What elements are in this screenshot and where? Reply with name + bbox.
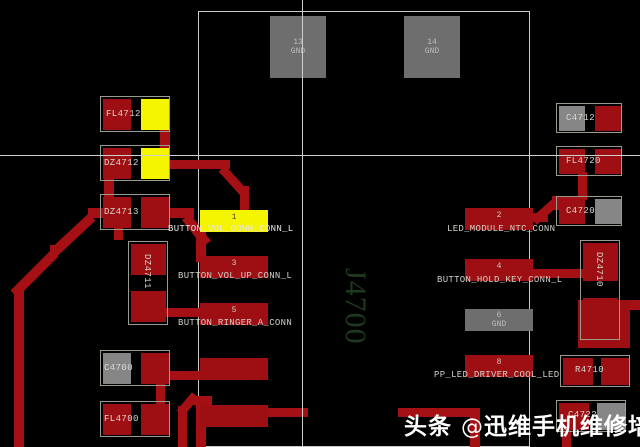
trace-dz4713-down <box>114 226 123 240</box>
connector-pin-number-1: 1 <box>231 213 237 222</box>
trace-bottom-hook-v <box>178 406 187 447</box>
connector-net-label-2: LED_MODULE_NTC_CONN <box>447 224 556 234</box>
trace-bottom-right-v <box>470 412 480 447</box>
trace-c4700-fl4700 <box>156 383 165 409</box>
component-c4712-pad-2 <box>595 106 621 131</box>
component-dz4713-pad-2 <box>141 197 169 228</box>
trace-left-vertical-long <box>50 245 60 251</box>
connector-pin-number-8: 8 <box>496 358 502 367</box>
watermark-at-symbol: @ <box>461 415 485 440</box>
component-fl4712-pad-2 <box>141 99 169 130</box>
watermark-prefix: 头条 <box>404 414 452 440</box>
trace-dz4712-right <box>168 160 230 169</box>
connector-pin-number-2: 2 <box>496 211 502 220</box>
component-c4722-pad-gnd <box>597 403 625 430</box>
connector-pad-14-label: 14 GND <box>404 38 460 56</box>
component-fl4712-pad-1 <box>103 99 131 130</box>
component-fl4720-pad-1 <box>559 149 585 174</box>
connector-pad-lower-a[interactable] <box>200 358 268 380</box>
trace-dz4711-to-pin5 <box>160 308 216 317</box>
component-dz4710-pad-1 <box>583 243 618 281</box>
component-fl4700-pad-1 <box>103 404 131 435</box>
pin-net-14: GND <box>424 47 440 56</box>
trace-fl4720-c4720 <box>578 172 587 200</box>
component-dz4713[interactable] <box>100 194 170 230</box>
component-c4700-pad-2 <box>141 353 169 384</box>
component-dz4711[interactable] <box>128 241 168 325</box>
component-c4712[interactable] <box>556 103 622 133</box>
component-c4712-pad-gnd <box>559 106 585 131</box>
component-dz4712-pad-1 <box>103 148 131 179</box>
component-c4720-pad-1 <box>559 199 585 224</box>
trace-pin1-stub <box>240 186 249 212</box>
connector-pad-13-label: 13 GND <box>270 38 326 56</box>
component-r4710-pad-1 <box>563 358 593 385</box>
connector-pad-5[interactable] <box>200 303 268 325</box>
trace-to-pin3 <box>196 232 206 262</box>
connector-pin-number-5: 5 <box>231 306 237 315</box>
connector-net-label-5: BUTTON_RINGER_A_CONN <box>178 318 293 328</box>
pin-number-14: 14 <box>427 38 437 47</box>
connector-pad-2[interactable] <box>465 208 533 230</box>
component-fl4700-pad-2 <box>141 404 169 435</box>
pin-net-13: GND <box>290 47 306 56</box>
trace-dz4712-dz4713 <box>104 168 114 200</box>
connector-pin-number-4: 4 <box>496 262 502 271</box>
component-dz4713-pad-1 <box>103 197 131 228</box>
connector-pad-13-gnd[interactable] <box>270 16 326 78</box>
watermark-handle: 迅维手机维修培训 <box>484 414 640 440</box>
component-fl4700[interactable] <box>100 401 170 437</box>
cursor-crosshair-vertical <box>302 0 303 447</box>
connector-pad-lower-b[interactable] <box>200 405 268 427</box>
trace-left-edge-vertical <box>14 288 24 447</box>
component-fl4720[interactable] <box>556 146 622 176</box>
connector-pad-8[interactable] <box>465 355 533 377</box>
connector-pad-6-gnd[interactable] <box>465 309 533 331</box>
connector-pad-14-gnd[interactable] <box>404 16 460 78</box>
connector-pad-4[interactable] <box>465 259 533 281</box>
pin-number-13: 13 <box>293 38 303 47</box>
trace-c4722-stub <box>562 424 571 447</box>
trace-pin4-dz4710 <box>528 269 584 278</box>
trace-bottom-right-h <box>398 408 480 417</box>
connector-net-label-8: PP_LED_DRIVER_COOL_LED <box>434 370 560 380</box>
watermark-overlay: 头条 @迅维手机维修培训 <box>404 407 640 441</box>
cursor-crosshair-horizontal <box>0 155 640 156</box>
component-dz4710-pad-2 <box>583 298 618 336</box>
component-c4722-pad-1 <box>559 403 589 430</box>
pin-number-6: 6 <box>496 311 502 320</box>
trace-dz4713-right-stub <box>168 208 194 218</box>
component-c4720-pad-gnd <box>595 199 621 224</box>
pin-net-6: GND <box>491 320 507 329</box>
component-dz4712-pad-2 <box>141 148 169 179</box>
component-dz4712[interactable] <box>100 145 170 181</box>
trace-c4700-right <box>168 371 208 380</box>
component-c4722[interactable] <box>556 400 626 432</box>
trace-fl4712-dz4712 <box>160 128 170 160</box>
component-r4710-pad-2 <box>601 358 629 385</box>
component-r4710[interactable] <box>560 355 630 387</box>
component-dz4711-pad-1 <box>131 244 166 275</box>
component-fl4720-pad-2 <box>595 149 621 174</box>
component-c4700[interactable] <box>100 350 170 386</box>
connector-reference-designator: J4700 <box>339 268 372 345</box>
connector-pad-1[interactable] <box>200 210 268 232</box>
component-dz4711-pad-2 <box>131 291 166 322</box>
connector-net-label-4: BUTTON_HOLD_KEY_CONN_L <box>437 275 563 285</box>
connector-net-label-3: BUTTON_VOL_UP_CONN_L <box>178 271 293 281</box>
component-fl4712[interactable] <box>100 96 170 132</box>
component-dz4710[interactable] <box>580 240 620 340</box>
connector-pad-6-label: 6 GND <box>465 311 533 329</box>
connector-pin-number-3: 3 <box>231 259 237 268</box>
component-c4720[interactable] <box>556 196 622 226</box>
trace-right-edge-stub <box>630 300 640 310</box>
trace-dz4713-left <box>88 208 110 218</box>
connector-net-label-1: BUTTON_VOL_DOWN_CONN_L <box>168 224 294 234</box>
connector-pad-3[interactable] <box>200 256 268 278</box>
component-c4700-pad-gnd <box>103 353 131 384</box>
